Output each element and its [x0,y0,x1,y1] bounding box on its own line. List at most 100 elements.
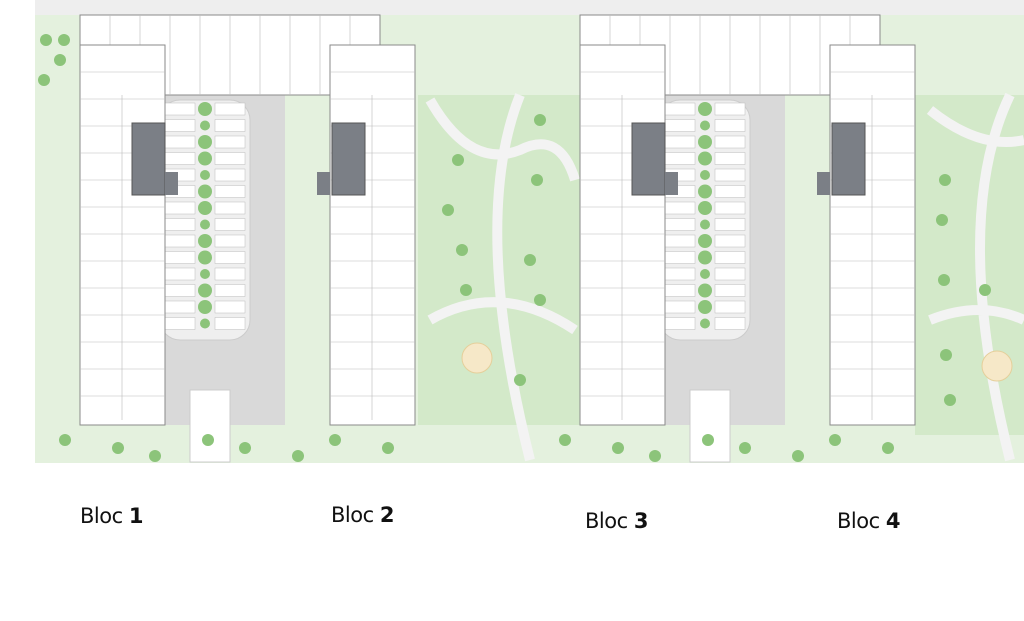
parking-stall [664,300,696,314]
parking-stall [664,317,696,330]
parking-stall [714,284,746,297]
garage-ramp [689,389,731,463]
stair-core [631,122,666,196]
tree [939,174,951,186]
tree [198,151,212,166]
parking-stall [214,218,246,231]
stair-core-annex [317,172,330,195]
parking-stall [664,119,696,132]
parking-stall [214,284,246,297]
parking-stall [164,119,196,132]
tree [198,102,212,116]
tree [452,154,464,166]
parking-stall [714,201,746,215]
tree [460,284,472,296]
parking-stall [164,267,196,281]
parking-stall [164,152,196,165]
tree [979,284,991,296]
parking-stall [664,251,696,264]
parking-stall [214,201,246,215]
parking-stall [214,152,246,165]
parking-stall [164,300,196,314]
tree [514,374,526,386]
parking-stall [164,135,196,149]
tree [200,120,210,131]
tree [698,135,712,149]
stair-core-annex [665,172,678,195]
block-label-4: Bloc 4 [837,509,900,533]
park-path-2 [926,92,1024,462]
tree [739,442,751,454]
building-wing [329,44,416,426]
tree [292,450,304,462]
stair-core [831,122,866,196]
tree [54,54,66,66]
tree [698,201,712,215]
parking-stall [714,234,746,248]
tree [882,442,894,454]
parking-stall [664,284,696,297]
tree [940,349,952,361]
tree [149,450,161,462]
site-plan [35,0,1024,463]
parking-stall [164,102,196,116]
tree [200,269,210,279]
parking-stall [664,234,696,248]
stair-core [131,122,166,196]
parking-stall [664,102,696,116]
block-label-1: Bloc 1 [80,504,143,528]
parking-stall [714,185,746,198]
tree [59,434,71,446]
tree [700,170,710,180]
tree [938,274,950,286]
tree [202,434,214,446]
tree [442,204,454,216]
tree [200,170,210,180]
tree [649,450,661,462]
tree [198,283,212,298]
parking-stall [214,267,246,281]
parking-stall [714,218,746,231]
tree [700,318,710,329]
tree [524,254,536,266]
tree [698,102,712,116]
tree [698,151,712,166]
tree [112,442,124,454]
tree [198,135,212,149]
parking-stall [714,168,746,182]
parking-stall [214,251,246,264]
tree [936,214,948,226]
parking-stall [714,152,746,165]
tree [792,450,804,462]
parking-stall [664,267,696,281]
tree [702,434,714,446]
tree [612,442,624,454]
tree [198,300,212,314]
tree [534,114,546,126]
parking-stall [714,267,746,281]
tree [198,184,212,199]
parking-stall [714,119,746,132]
parking-stall [164,317,196,330]
building-wing [829,44,916,426]
fountain-1 [461,342,493,374]
tree [382,442,394,454]
parking-stall [164,234,196,248]
block-label-3: Bloc 3 [585,509,648,533]
tree [40,34,52,46]
parking-stall [214,119,246,132]
parking-stall [214,185,246,198]
parking-stall [664,218,696,231]
parking-stall [714,102,746,116]
parking-stall [164,201,196,215]
parking-stall [214,300,246,314]
parking-stall [664,135,696,149]
parking-stall [714,317,746,330]
fountain-2 [981,350,1013,382]
tree [944,394,956,406]
tree [239,442,251,454]
tree [829,434,841,446]
tree [456,244,468,256]
tree [198,250,212,265]
tree [531,174,543,186]
